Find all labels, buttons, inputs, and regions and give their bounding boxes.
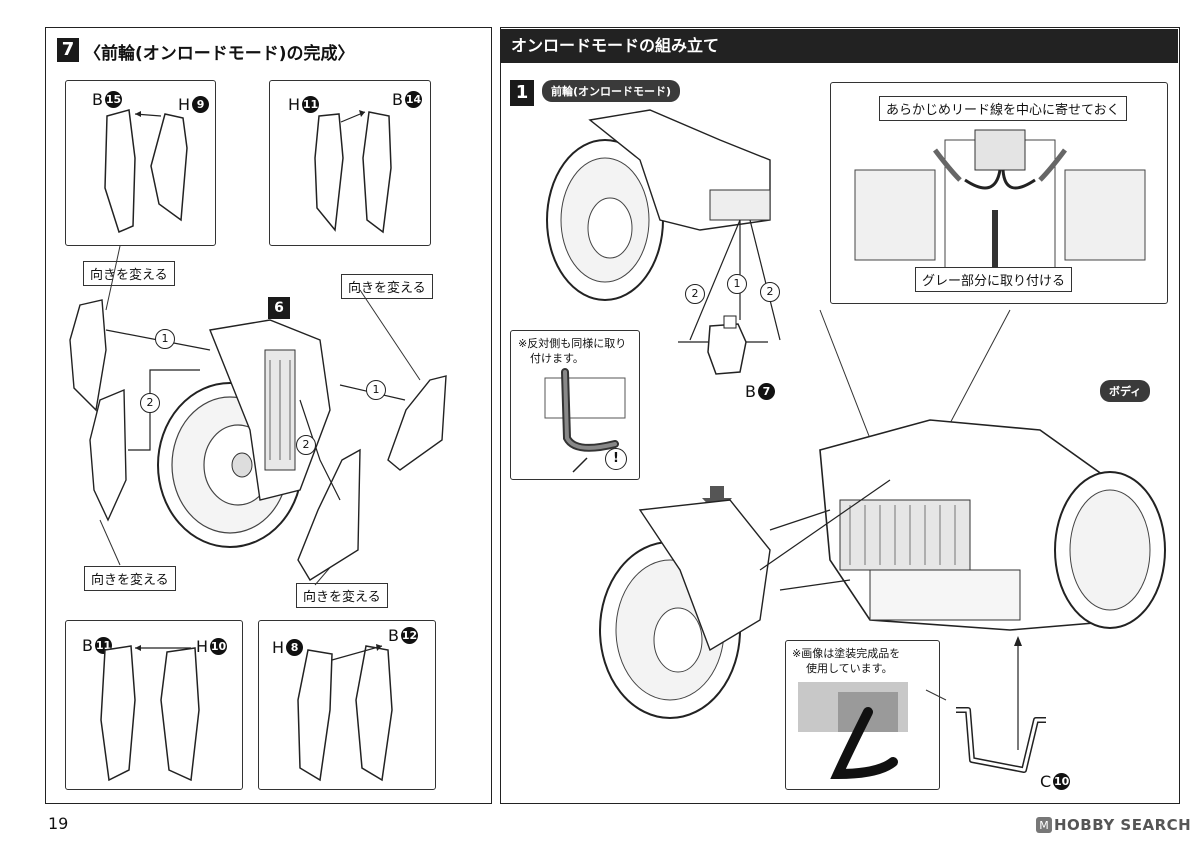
step-pill: 前輪(オンロードモード) [542, 80, 681, 102]
order-mark-1b: 1 [366, 380, 386, 400]
note-painted-line2: 使用しています。 [806, 662, 893, 675]
part-code-b12: B 12 [388, 626, 418, 645]
step-number-7: 7 [57, 38, 79, 62]
down-arrow-icon [702, 486, 732, 514]
turn-label-4: 向きを変える [296, 583, 388, 608]
part-code-b7: B 7 [745, 382, 775, 401]
step-badge-6: 6 [268, 297, 290, 319]
turn-label-3: 向きを変える [84, 566, 176, 591]
front-wheel-assembly-illustration [69, 245, 447, 586]
part-c10-illustration [925, 689, 1046, 773]
lead-wire-instruction: あらかじめリード線を中心に寄せておく [879, 96, 1127, 121]
order-mark-r2b: 2 [760, 282, 780, 302]
part-code-h8: H 8 [272, 638, 304, 657]
step-number-1: 1 [510, 80, 534, 106]
part-code-b14: B 14 [392, 90, 422, 109]
part-illustration-b15-h9 [104, 109, 188, 234]
order-mark-2a: 2 [140, 393, 160, 413]
part-code-h10: H 10 [196, 637, 228, 656]
caution-mark: ! [605, 448, 627, 470]
note-reverse-side-line1: ※反対側も同様に取り [518, 337, 627, 350]
page-number: 19 [48, 814, 69, 833]
note-painted-line1: ※画像は塗装完成品を [792, 647, 901, 660]
note-reverse-side-line2: 付けます。 [530, 352, 584, 365]
turn-label-1: 向きを変える [83, 261, 175, 286]
part-box-b15-h9 [65, 80, 216, 246]
part-b7-illustration [678, 315, 768, 375]
order-mark-1a: 1 [155, 329, 175, 349]
part-illustration-h11-b14 [314, 110, 392, 234]
part-illustration-b11-h10 [100, 645, 200, 782]
svg-text:M: M [1039, 819, 1049, 832]
part-box-h11-b14 [269, 80, 431, 246]
part-code-c10: C 10 [1040, 772, 1071, 791]
attach-gray-instruction: グレー部分に取り付ける [915, 267, 1073, 292]
part-code-h11: H 11 [288, 95, 320, 114]
body-pill: ボディ [1100, 380, 1151, 402]
hobby-search-watermark: HOBBY SEARCH [1054, 816, 1192, 834]
front-wheel-top-illustration [546, 109, 781, 341]
part-code-b15: B 15 [92, 90, 122, 109]
section-header: オンロードモードの組み立て [501, 29, 1178, 63]
order-mark-2b: 2 [296, 435, 316, 455]
motorcycle-assembly-illustration [599, 309, 1166, 750]
part-illustration-h8-b12 [297, 644, 393, 782]
step-title: 〈前輪(オンロードモード)の完成〉 [84, 44, 355, 64]
part-code-h9: H 9 [178, 95, 210, 114]
turn-label-2: 向きを変える [341, 274, 433, 299]
hobby-search-logo-icon: M [1036, 817, 1052, 833]
reverse-side-detail-illustration [544, 368, 626, 473]
order-mark-r1: 1 [727, 274, 747, 294]
order-mark-r2a: 2 [685, 284, 705, 304]
painted-sample-photo [798, 682, 908, 780]
